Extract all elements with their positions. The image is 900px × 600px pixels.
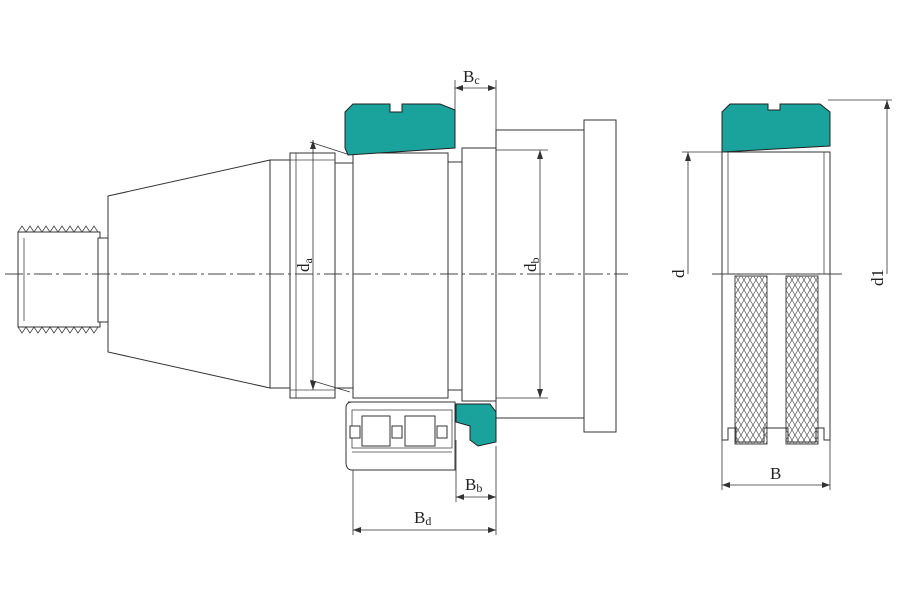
label-b: B <box>770 464 781 483</box>
roller-column-left <box>734 275 768 445</box>
roller-cage <box>345 401 456 471</box>
cross-section-view: d d1 B <box>669 99 892 490</box>
dimension-bc: Bc <box>454 67 497 130</box>
label-bc: Bc <box>463 67 480 87</box>
inner-ring <box>289 152 336 399</box>
dimension-b: B <box>721 440 831 490</box>
label-d: d <box>669 269 688 278</box>
upper-seal <box>344 103 456 156</box>
dimension-bd: Bd <box>352 470 496 535</box>
dimension-d1: d1 <box>828 99 892 286</box>
dimension-da: da <box>294 140 351 393</box>
dimension-bb: Bb <box>455 440 497 535</box>
section-seal <box>721 103 831 153</box>
lower-seal <box>455 403 497 447</box>
flange <box>583 119 617 433</box>
label-da: da <box>294 258 315 273</box>
threaded-end <box>17 225 109 334</box>
roller-column-right <box>785 275 819 445</box>
label-bd: Bd <box>414 508 431 528</box>
outer-ring <box>461 147 497 402</box>
label-d1: d1 <box>868 269 887 286</box>
label-db: db <box>521 258 542 273</box>
label-bb: Bb <box>465 475 482 495</box>
shaft-assembly: da db Bc Bb <box>5 67 628 535</box>
dimension-d: d <box>669 151 730 278</box>
bearing-body <box>352 152 449 399</box>
dimension-db: db <box>496 149 548 399</box>
